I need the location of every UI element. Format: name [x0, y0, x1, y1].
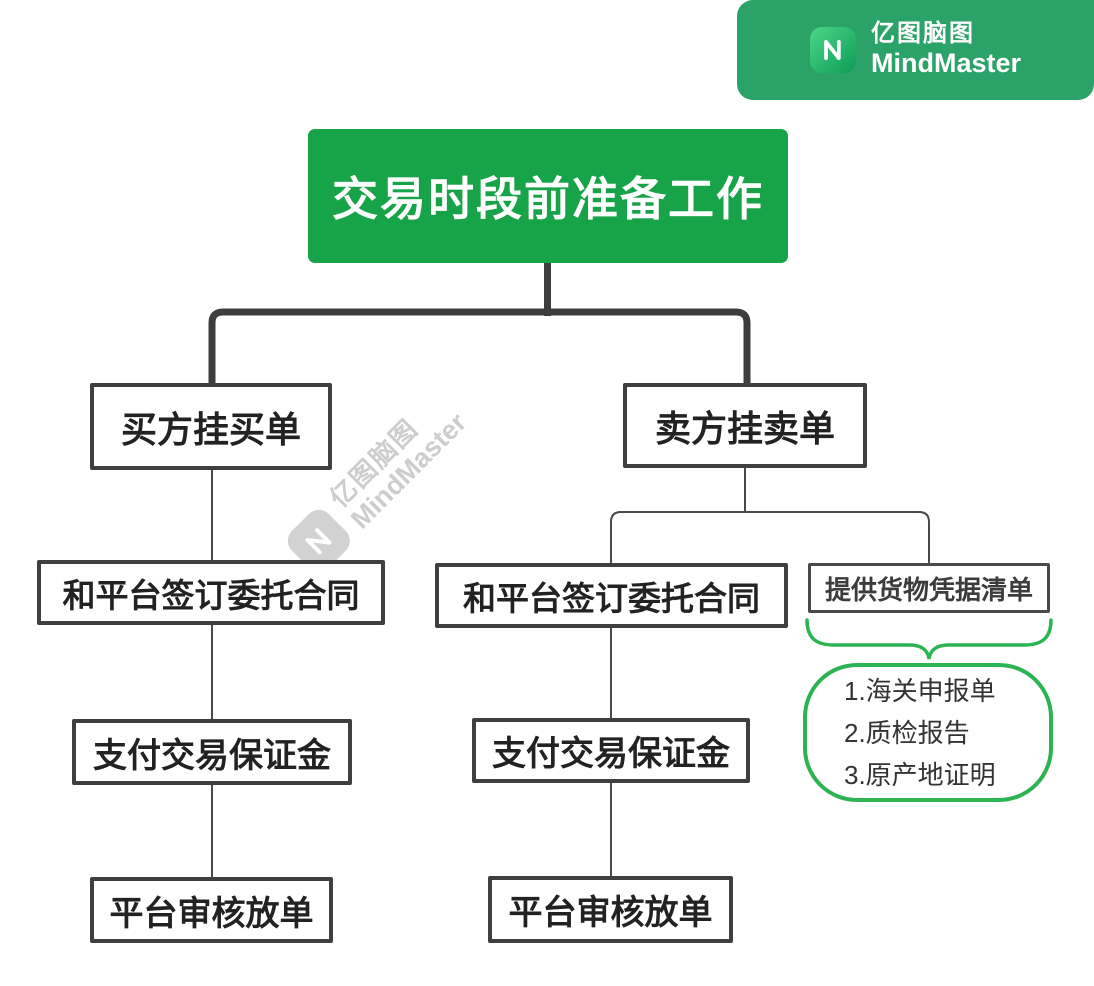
node-release-left[interactable]: 平台审核放单 [90, 877, 333, 943]
node-release-mid[interactable]: 平台审核放单 [488, 876, 733, 943]
brand-badge: 亿图脑图 MindMaster [737, 0, 1094, 100]
seller-branch-connector [610, 511, 930, 563]
node-seller-order[interactable]: 卖方挂卖单 [623, 383, 867, 468]
node-contract-mid[interactable]: 和平台签订委托合同 [435, 563, 788, 628]
doc-list-item: 3.原产地证明 [844, 759, 996, 790]
doc-list-item: 1.海关申报单 [844, 675, 996, 706]
node-deposit-mid[interactable]: 支付交易保证金 [472, 718, 750, 783]
brand-name-cn: 亿图脑图 [870, 19, 975, 47]
watermark: 亿图脑图 MindMaster [279, 387, 472, 580]
node-goods-documents[interactable]: 提供货物凭据清单 [808, 563, 1050, 613]
mindmaster-logo-icon [809, 27, 856, 73]
node-buyer-order[interactable]: 买方挂买单 [90, 383, 332, 470]
node-deposit-left[interactable]: 支付交易保证金 [72, 719, 352, 785]
root-branch-connector [208, 308, 751, 383]
doc-list-item: 2.质检报告 [844, 717, 970, 748]
doc-list-node[interactable]: 1.海关申报单 2.质检报告 3.原产地证明 [803, 663, 1053, 802]
brand-name-en: MindMaster [870, 48, 1022, 79]
node-contract-left[interactable]: 和平台签订委托合同 [37, 560, 385, 625]
mindmaster-watermark-logo-icon [281, 503, 356, 578]
curly-brace [805, 618, 1053, 660]
watermark-text: 亿图脑图 MindMaster [324, 387, 473, 535]
brand-badge-text: 亿图脑图 MindMaster [871, 20, 1021, 80]
root-node[interactable]: 交易时段前准备工作 [308, 129, 788, 263]
